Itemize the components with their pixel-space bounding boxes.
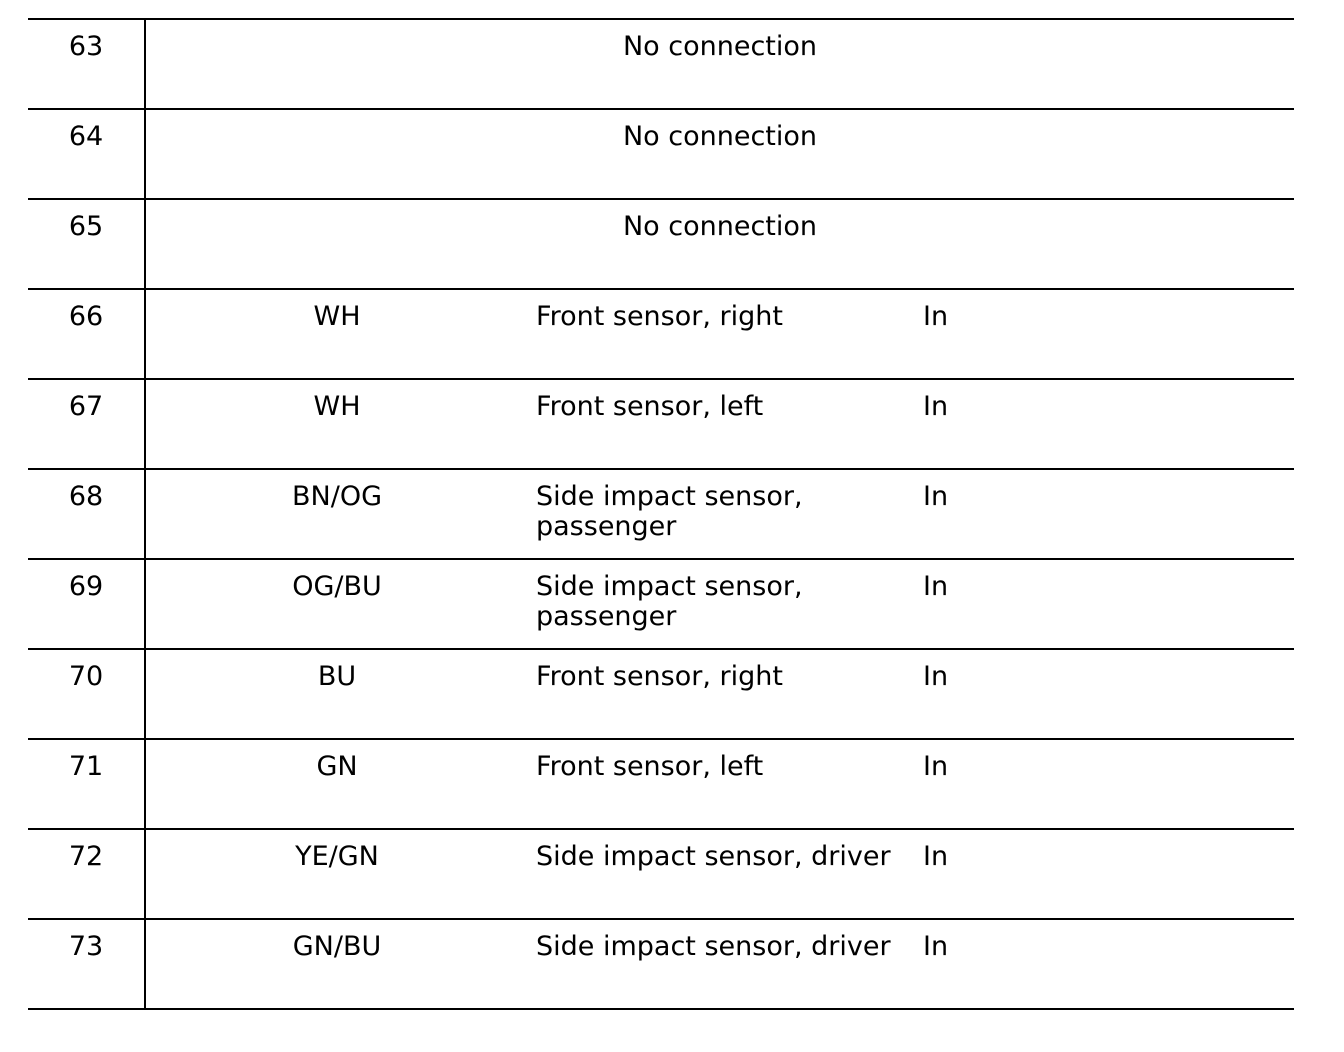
pin-number-cell: 63 (28, 18, 146, 109)
function-text: Front sensor, left (536, 391, 764, 422)
wire-color-cell: OG/BU (145, 558, 528, 649)
direction-cell: In (911, 738, 1294, 829)
wire-color: GN (316, 751, 358, 782)
direction-text: In (923, 571, 949, 602)
pin-number: 63 (68, 31, 104, 62)
function-text: Front sensor, right (536, 301, 783, 332)
direction-text: In (923, 751, 949, 782)
function-cell: Front sensor, left (528, 378, 911, 469)
pin-number-cell: 72 (28, 828, 146, 919)
direction-text: In (923, 481, 949, 512)
direction-text: In (923, 931, 949, 962)
direction-cell: In (911, 648, 1294, 739)
pin-assignment-table: 63 No connection 64 No connection 65 No … (28, 18, 1294, 1010)
table-row: 63 No connection (28, 18, 1294, 109)
direction-cell: In (911, 558, 1294, 649)
direction-cell: In (911, 468, 1294, 559)
wire-color: OG/BU (292, 571, 382, 602)
pin-number: 72 (68, 841, 104, 872)
function-text: Front sensor, left (536, 751, 764, 782)
pin-number: 68 (68, 481, 104, 512)
function-cell: Side impact sensor, driver (528, 828, 911, 919)
wire-color-cell: BU (145, 648, 528, 739)
table-row: 73 GN/BU Side impact sensor, driver In (28, 918, 1294, 1010)
wire-color-cell: GN (145, 738, 528, 829)
table-row: 71 GN Front sensor, left In (28, 738, 1294, 829)
table-row: 66 WH Front sensor, right In (28, 288, 1294, 379)
function-cell: Side impact sensor, passenger (528, 468, 911, 559)
wire-color-cell: WH (145, 378, 528, 469)
wire-color: BU (317, 661, 357, 692)
no-connection-cell: No connection (145, 18, 1294, 109)
direction-cell: In (911, 288, 1294, 379)
table-row: 67 WH Front sensor, left In (28, 378, 1294, 469)
direction-text: In (923, 841, 949, 872)
function-cell: Front sensor, left (528, 738, 911, 829)
table-row: 69 OG/BU Side impact sensor, passenger I… (28, 558, 1294, 649)
pin-number-cell: 64 (28, 108, 146, 199)
direction-text: In (923, 391, 949, 422)
direction-text: In (923, 661, 949, 692)
pin-number-cell: 65 (28, 198, 146, 289)
wire-color: WH (313, 391, 361, 422)
no-connection-text: No connection (622, 31, 818, 62)
function-cell: Side impact sensor, passenger (528, 558, 911, 649)
pin-number: 65 (68, 211, 104, 242)
pin-table-body: 63 No connection 64 No connection 65 No … (28, 18, 1294, 1010)
no-connection-cell: No connection (145, 198, 1294, 289)
wire-color: BN/OG (292, 481, 382, 512)
wire-color: GN/BU (292, 931, 382, 962)
pin-number: 71 (68, 751, 104, 782)
function-text: Side impact sensor, driver (536, 931, 891, 962)
wire-color-cell: GN/BU (145, 918, 528, 1010)
pin-number: 69 (68, 571, 104, 602)
pin-number: 66 (68, 301, 104, 332)
pin-number: 73 (68, 931, 104, 962)
pin-number: 70 (68, 661, 104, 692)
function-text: Side impact sensor, driver (536, 841, 891, 872)
wire-color-cell: YE/GN (145, 828, 528, 919)
pin-number-cell: 71 (28, 738, 146, 829)
table-row: 68 BN/OG Side impact sensor, passenger I… (28, 468, 1294, 559)
pin-number: 64 (68, 121, 104, 152)
function-text: Side impact sensor, passenger (536, 571, 803, 632)
function-cell: Side impact sensor, driver (528, 918, 911, 1010)
table-row: 64 No connection (28, 108, 1294, 199)
pin-number-cell: 68 (28, 468, 146, 559)
pin-number-cell: 73 (28, 918, 146, 1010)
pin-number-cell: 67 (28, 378, 146, 469)
pin-number-cell: 70 (28, 648, 146, 739)
pin-number-cell: 69 (28, 558, 146, 649)
table-row: 70 BU Front sensor, right In (28, 648, 1294, 739)
function-text: Side impact sensor, passenger (536, 481, 803, 542)
direction-cell: In (911, 918, 1294, 1010)
function-cell: Front sensor, right (528, 288, 911, 379)
direction-cell: In (911, 828, 1294, 919)
direction-text: In (923, 301, 949, 332)
function-text: Front sensor, right (536, 661, 783, 692)
function-cell: Front sensor, right (528, 648, 911, 739)
wire-color-cell: BN/OG (145, 468, 528, 559)
wire-color: YE/GN (295, 841, 379, 872)
table-row: 65 No connection (28, 198, 1294, 289)
wire-color: WH (313, 301, 361, 332)
no-connection-cell: No connection (145, 108, 1294, 199)
pin-number-cell: 66 (28, 288, 146, 379)
no-connection-text: No connection (622, 211, 818, 242)
pin-number: 67 (68, 391, 104, 422)
wire-color-cell: WH (145, 288, 528, 379)
table-row: 72 YE/GN Side impact sensor, driver In (28, 828, 1294, 919)
direction-cell: In (911, 378, 1294, 469)
no-connection-text: No connection (622, 121, 818, 152)
